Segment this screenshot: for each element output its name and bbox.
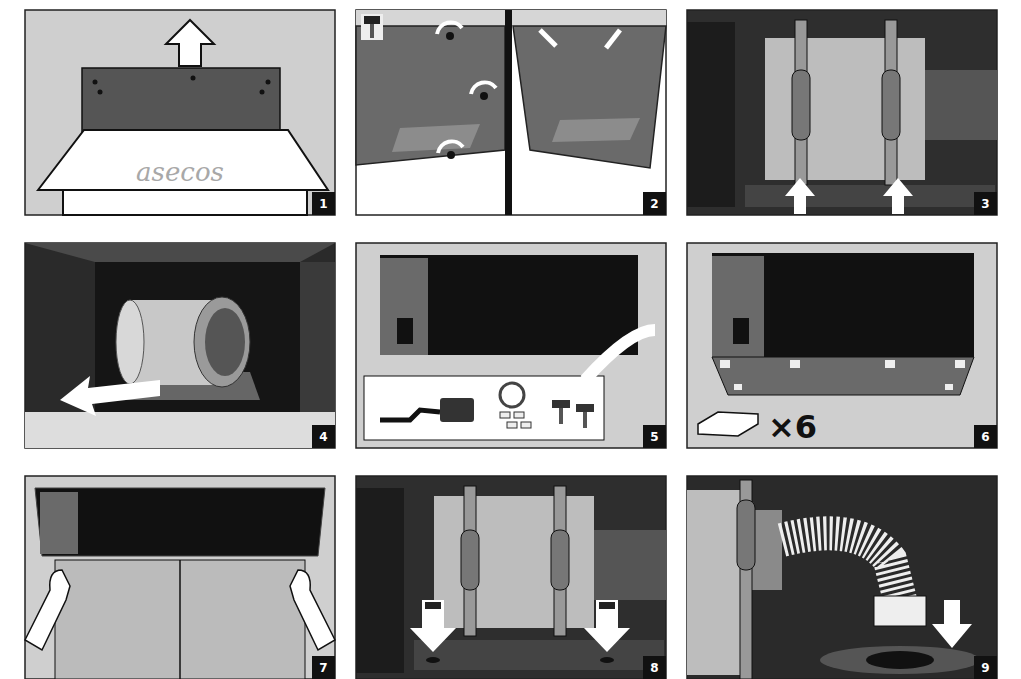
quantity-label: ×6 — [768, 411, 817, 443]
pads-panel — [687, 243, 997, 448]
accessories-panel — [356, 243, 666, 448]
lever-panel — [687, 10, 997, 215]
unpack-panel — [25, 10, 335, 215]
step-number: 9 — [981, 662, 989, 674]
step-number: 8 — [650, 662, 658, 674]
step-number: 4 — [319, 431, 327, 443]
brand-logo: asecos — [136, 159, 224, 185]
step-number: 6 — [981, 431, 989, 443]
step-number: 7 — [319, 662, 327, 674]
step-number: 5 — [650, 431, 658, 443]
screw-fixing-panel — [356, 476, 666, 679]
filter-removal-panel — [25, 243, 335, 448]
screw-removal-panel — [356, 10, 666, 215]
hose-panel — [687, 476, 997, 679]
step-number: 1 — [319, 198, 327, 210]
mounting-panel — [25, 476, 335, 679]
step-number: 3 — [981, 198, 989, 210]
step-number: 2 — [650, 198, 658, 210]
